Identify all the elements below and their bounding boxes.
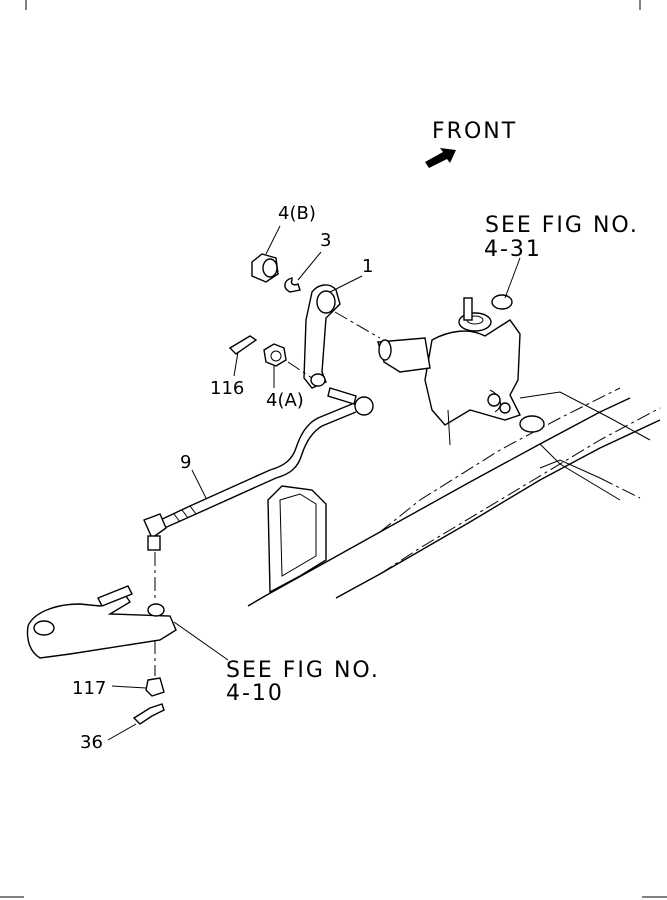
- callout-36-label: 36: [80, 732, 103, 753]
- frame-rail: [247, 387, 661, 607]
- tie-rod-end-upper: [327, 387, 374, 416]
- callout-116: 116: [210, 351, 244, 399]
- callout-4a-label: 4(A): [266, 390, 304, 411]
- nut-117: [145, 677, 165, 697]
- front-indicator: FRONT: [425, 119, 517, 168]
- pin-centerline-a: [287, 361, 313, 379]
- callout-9: 9: [180, 452, 207, 499]
- callout-116-label: 116: [210, 378, 244, 399]
- reference-4-31-line2: 4-31: [484, 237, 542, 262]
- nut-4b: [251, 253, 279, 283]
- tie-rod-end-lower: [143, 513, 167, 551]
- callout-3: 3: [297, 230, 331, 281]
- steering-gear: [377, 294, 545, 446]
- reference-fig-4-31: SEE FIG NO. 4-31: [484, 213, 639, 299]
- front-arrow-icon: [425, 148, 456, 168]
- cotter-pin-116: [228, 335, 258, 355]
- callout-1: 1: [329, 256, 373, 293]
- reference-4-10-line1: SEE FIG NO.: [226, 658, 380, 683]
- shaft-centerline: [334, 311, 381, 339]
- callout-36: 36: [80, 723, 137, 753]
- knuckle-arm: [26, 585, 177, 659]
- callout-4a: 4(A): [266, 366, 304, 411]
- pitman-arm: [303, 284, 341, 389]
- reference-fig-4-10: SEE FIG NO. 4-10: [173, 621, 380, 706]
- drag-link-9: [155, 403, 357, 531]
- callout-117: 117: [72, 678, 147, 699]
- washer-3: [284, 277, 301, 293]
- callout-9-label: 9: [180, 452, 191, 473]
- callout-4b: 4(B): [265, 203, 316, 255]
- callout-3-label: 3: [320, 230, 331, 251]
- callout-1-label: 1: [362, 256, 373, 277]
- nut-4a: [263, 343, 287, 367]
- callout-4b-label: 4(B): [278, 203, 316, 224]
- cotter-pin-36: [132, 703, 165, 725]
- reference-4-31-line1: SEE FIG NO.: [485, 213, 639, 238]
- callout-117-label: 117: [72, 678, 106, 699]
- reference-4-10-line2: 4-10: [226, 681, 284, 706]
- front-label: FRONT: [432, 119, 517, 144]
